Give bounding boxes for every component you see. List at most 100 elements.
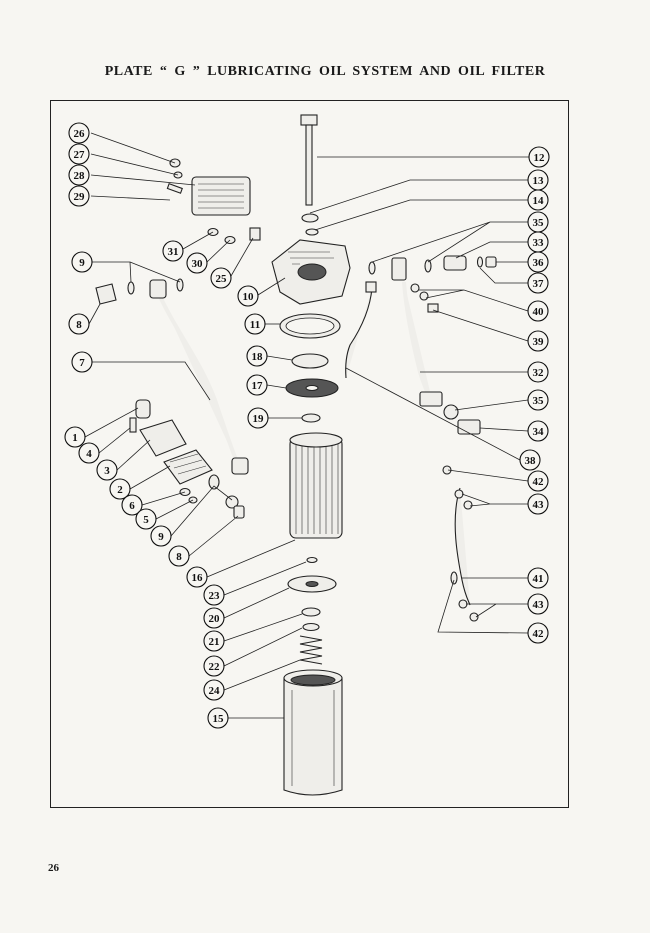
callout-42-upper: 42	[527, 470, 549, 492]
svg-text:42: 42	[533, 628, 545, 640]
svg-text:23: 23	[209, 590, 221, 602]
svg-text:9: 9	[79, 257, 85, 269]
callout-34: 34	[527, 420, 549, 442]
svg-text:33: 33	[533, 237, 545, 249]
svg-text:2: 2	[117, 484, 123, 496]
filter-cover-assembly	[271, 114, 351, 423]
relief-valve-group	[129, 399, 245, 519]
svg-text:16: 16	[192, 572, 204, 584]
callout-20: 20	[203, 607, 225, 629]
callout-9-upper: 9	[71, 251, 93, 273]
callout-15: 15	[207, 707, 229, 729]
svg-text:19: 19	[253, 413, 265, 425]
callout-8-lower: 8	[168, 545, 190, 567]
callout-26: 26	[68, 122, 90, 144]
svg-text:22: 22	[209, 661, 221, 673]
diagram-frame	[50, 100, 569, 808]
callout-10: 10	[237, 285, 259, 307]
svg-text:15: 15	[213, 713, 225, 725]
oil-pump-cover	[166, 158, 261, 245]
callout-4: 4	[78, 442, 100, 464]
svg-text:43: 43	[533, 499, 545, 511]
filter-element	[287, 432, 343, 665]
svg-text:7: 7	[79, 357, 85, 369]
svg-text:35: 35	[533, 395, 545, 407]
svg-text:26: 26	[74, 128, 86, 140]
plate-title: PLATE “ G ” LUBRICATING OIL SYSTEM AND O…	[104, 64, 546, 79]
callout-36: 36	[527, 251, 549, 273]
callout-6: 6	[121, 494, 143, 516]
callout-28: 28	[68, 164, 90, 186]
page-number: 26	[48, 862, 59, 874]
svg-text:11: 11	[250, 319, 260, 331]
svg-text:35: 35	[533, 217, 545, 229]
callout-11: 11	[244, 313, 266, 335]
callout-9-lower: 9	[150, 525, 172, 547]
callout-35-upper: 35	[527, 211, 549, 233]
callout-16: 16	[186, 566, 208, 588]
svg-text:27: 27	[74, 149, 86, 161]
svg-text:24: 24	[209, 685, 221, 697]
callout-32: 32	[527, 361, 549, 383]
callout-5: 5	[135, 508, 157, 530]
callout-31: 31	[162, 240, 184, 262]
svg-text:4: 4	[86, 448, 92, 460]
svg-text:5: 5	[143, 514, 149, 526]
svg-text:34: 34	[533, 426, 545, 438]
svg-text:36: 36	[533, 257, 545, 269]
svg-text:42: 42	[533, 476, 545, 488]
svg-text:20: 20	[209, 613, 221, 625]
svg-text:10: 10	[243, 291, 255, 303]
callout-33: 33	[527, 231, 549, 253]
svg-text:8: 8	[76, 319, 82, 331]
callout-24: 24	[203, 679, 225, 701]
callout-18: 18	[246, 345, 268, 367]
callout-27: 27	[68, 143, 90, 165]
callout-8-upper: 8	[68, 313, 90, 335]
callout-1: 1	[64, 426, 86, 448]
svg-text:29: 29	[74, 191, 86, 203]
callout-42-lower: 42	[527, 622, 549, 644]
callout-35-lower: 35	[527, 389, 549, 411]
leader-lines	[84, 132, 529, 719]
svg-text:21: 21	[209, 636, 220, 648]
svg-text:6: 6	[129, 500, 135, 512]
svg-text:32: 32	[533, 367, 545, 379]
callout-39: 39	[527, 330, 549, 352]
svg-text:9: 9	[158, 531, 164, 543]
callout-7: 7	[71, 351, 93, 373]
svg-text:17: 17	[252, 380, 264, 392]
svg-text:25: 25	[216, 273, 228, 285]
callout-41: 41	[527, 567, 549, 589]
svg-text:40: 40	[533, 306, 545, 318]
svg-text:30: 30	[192, 258, 204, 270]
svg-text:41: 41	[533, 573, 544, 585]
callout-37: 37	[527, 272, 549, 294]
callout-19: 19	[247, 407, 269, 429]
svg-text:12: 12	[534, 152, 546, 164]
svg-text:31: 31	[168, 246, 179, 258]
filter-bowl	[283, 669, 343, 796]
callout-43-upper: 43	[527, 493, 549, 515]
svg-text:8: 8	[176, 551, 182, 563]
callout-3: 3	[96, 459, 118, 481]
callout-23: 23	[203, 584, 225, 606]
callout-40: 40	[527, 300, 549, 322]
svg-text:3: 3	[104, 465, 110, 477]
svg-text:39: 39	[533, 336, 545, 348]
callout-21: 21	[203, 630, 225, 652]
svg-text:13: 13	[533, 175, 545, 187]
callout-30: 30	[186, 252, 208, 274]
callout-2: 2	[109, 478, 131, 500]
left-oil-pipe	[95, 278, 249, 475]
callout-38: 38	[519, 449, 541, 471]
callout-43-lower: 43	[527, 593, 549, 615]
svg-text:1: 1	[72, 432, 78, 444]
callout-12: 12	[528, 146, 550, 168]
callout-22: 22	[203, 655, 225, 677]
callout-17: 17	[246, 374, 268, 396]
callout-25: 25	[210, 267, 232, 289]
callout-29: 29	[68, 185, 90, 207]
svg-text:43: 43	[533, 599, 545, 611]
